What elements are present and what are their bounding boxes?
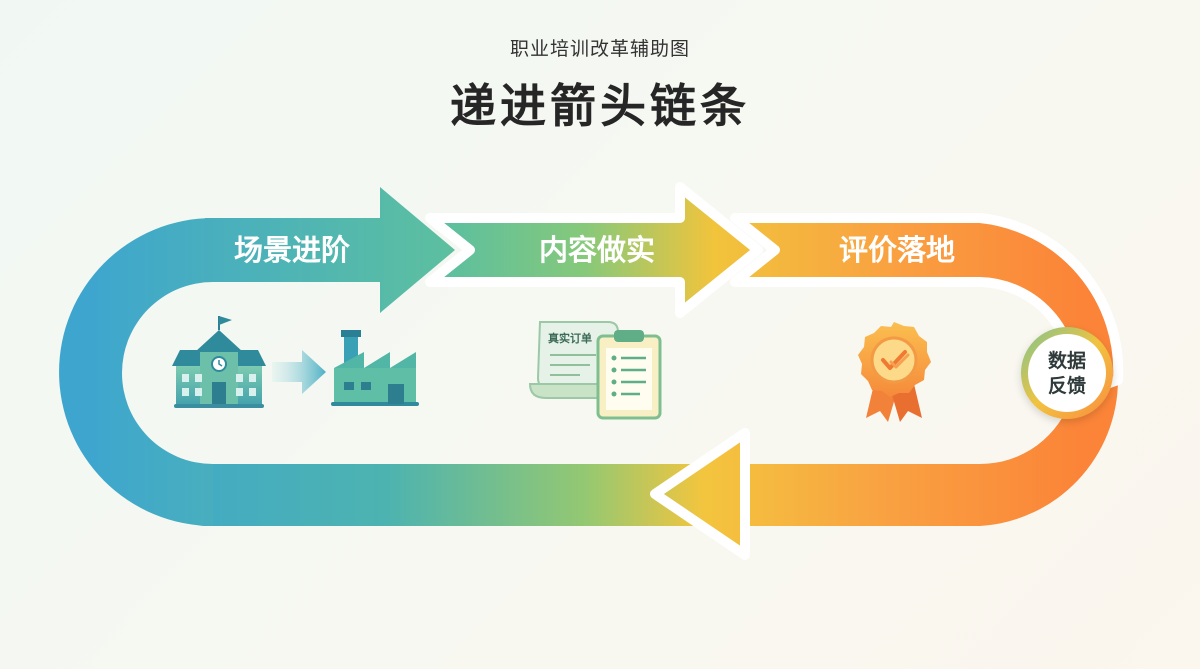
return-arrow-band: [174, 380, 1118, 555]
school-icon: [172, 316, 266, 408]
return-arrowhead: [650, 428, 750, 560]
real-order-document-icon: 真实订单: [528, 321, 662, 420]
feedback-label-line1: 数据: [1048, 349, 1086, 372]
top-band-stage-2: [425, 182, 763, 318]
stage-label-content: 内容做实: [539, 233, 655, 267]
school-to-factory-icon: [172, 316, 419, 408]
page-subtitle: 职业培训改革辅助图: [509, 38, 690, 60]
stage-label-scene: 场景进阶: [234, 233, 350, 267]
left-loop: [59, 218, 213, 526]
transition-arrow-icon: [272, 350, 326, 394]
top-band-stage-1: [205, 187, 455, 313]
page-title: 递进箭头链条: [450, 79, 750, 133]
factory-icon: [331, 330, 419, 406]
stage-label-evaluation: 评价落地: [839, 233, 955, 267]
data-feedback-node: [1021, 327, 1113, 419]
award-badge-icon: [858, 322, 931, 422]
feedback-label-line2: 反馈: [1048, 374, 1086, 397]
document-label: 真实订单: [548, 331, 592, 345]
